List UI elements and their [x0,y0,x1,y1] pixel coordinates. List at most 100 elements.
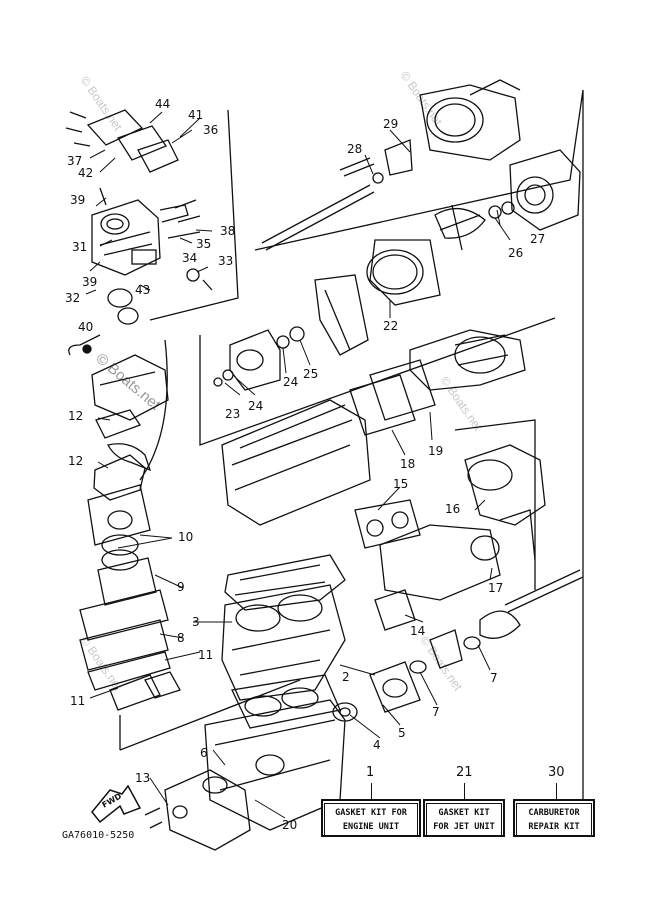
callout-number: 2 [342,670,350,684]
kit-line: GASKET KIT FOR [335,808,407,818]
callout-number: 15 [393,477,408,491]
kit-line: CARBURETOR [528,808,580,818]
watermark: © Boats.net [92,350,164,414]
callout-number: 38 [220,224,235,238]
callout-number: 16 [445,502,460,516]
callout-number: 13 [135,771,150,785]
exhaust-pipe-icon [379,524,501,601]
callout-number: 33 [218,254,233,268]
callout-number: 42 [78,166,93,180]
hose-clip-icon [82,344,92,354]
callout-number: 28 [347,142,362,156]
callout-number: 10 [178,530,193,544]
callout-numbers: 44 41 36 37 42 39 38 35 31 34 33 39 43 3… [65,97,545,832]
callout-number: 25 [303,367,318,381]
exhaust-manifold-icon [409,329,526,391]
callout-number: 24 [283,375,298,389]
kit-line: FOR JET UNIT [433,822,495,832]
callout-number: 18 [400,457,415,471]
callout-number: 32 [65,291,80,305]
watermark: © Boats.net [438,374,486,434]
callout-number: 34 [182,251,197,265]
drawing-code: GA76010-5250 [62,830,135,841]
line-art [65,79,584,851]
kit-number: 1 [366,765,375,780]
callout-number: 26 [508,246,523,260]
callout-number: 17 [488,581,503,595]
callout-number: 19 [428,444,443,458]
callout-number: 31 [72,240,87,254]
flywheel-cover-icon [144,769,251,851]
callout-number: 36 [203,123,218,137]
gasket-icon [107,288,133,308]
drive-shaft-icon [261,157,375,251]
joint-icon [95,409,152,472]
jet-group-border-lower [199,317,556,446]
kit-line: ENGINE UNIT [342,822,400,832]
kit-line: GASKET KIT [438,808,490,818]
reed-valve-icon [97,534,157,606]
callout-number: 23 [225,407,240,421]
callout-number: 24 [248,399,263,413]
callout-number: 4 [373,738,381,752]
kit-line: REPAIR KIT [528,822,580,832]
impeller-icon [434,204,486,251]
leader-curve [139,339,168,481]
fwd-arrow-icon: FWD [91,784,142,824]
callout-number: 8 [177,631,185,645]
callout-number: 20 [282,818,297,832]
callout-number: 35 [196,237,211,251]
callout-number: 6 [200,746,208,760]
callout-number: 12 [68,454,83,468]
callout-number: 12 [68,409,83,423]
callout-number: 22 [383,319,398,333]
carburetor-kit-box: CARBURETOR REPAIR KIT [513,799,595,837]
callout-number: 44 [155,97,170,111]
reed-stopper-icon [109,671,181,711]
fitting-icon [186,268,200,282]
callout-number: 11 [70,694,85,708]
pto-shaft-icon [479,569,584,639]
reed-cover-icon [86,109,179,173]
hose-line [68,334,101,356]
callout-number: 41 [188,108,203,122]
callout-number: 29 [383,117,398,131]
jet-group-border-right [454,419,536,590]
kit-leader [371,783,372,799]
exhaust-elbow-icon [464,444,546,561]
stator-housing-icon [488,149,581,231]
manifold-gaskets-icon [349,359,436,436]
jet-group-border [254,89,584,828]
callout-number: 39 [70,193,85,207]
kit-number: 21 [456,765,473,780]
callout-number: 9 [177,580,185,594]
watermark-group: © Boats.net © Boats.net © Boats.net © Bo… [78,69,486,694]
kit-leader [464,783,465,799]
cylinder-icon [221,584,346,701]
head-gasket-icon [354,499,421,549]
callout-number: 40 [78,320,93,334]
leader-lines [85,111,511,819]
bearing-case-icon [213,326,305,391]
intake-adaptor-icon [87,454,151,546]
callout-number: 14 [410,624,425,638]
callout-number: 3 [192,615,200,629]
bearing-housing-icon [372,139,413,184]
cylinder-head-icon [224,554,346,611]
callout-number: 5 [398,726,406,740]
callout-number: 39 [82,275,97,289]
watermark: © Boats.net [78,74,126,134]
kit-number: 30 [548,765,565,780]
engine-gasket-kit-box: GASKET KIT FOR ENGINE UNIT [321,799,421,837]
jet-duct-icon [366,239,441,306]
watermark: © Boats.net [398,69,446,129]
coupling-icon [374,589,481,674]
callout-number: 11 [198,648,213,662]
muffler-icon [221,399,371,526]
base-gasket-icon [231,674,341,729]
screws-icon [65,111,201,239]
callout-number: 37 [67,154,82,168]
callout-number: 43 [135,283,150,297]
intake-manifold-icon [91,354,169,421]
